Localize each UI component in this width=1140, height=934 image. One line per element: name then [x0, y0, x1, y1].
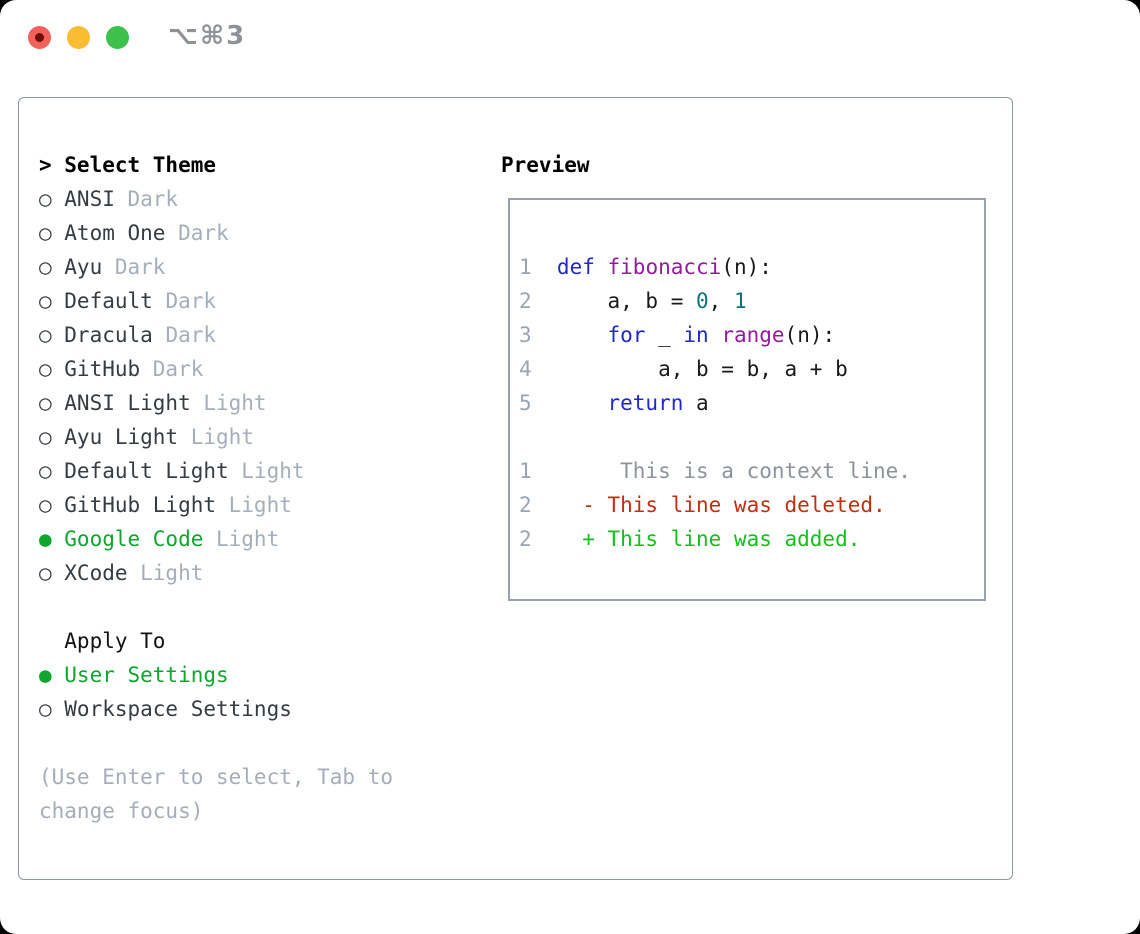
apply-option-workspace-settings[interactable]: ○ Workspace Settings	[39, 692, 441, 726]
diff-line: 2 - This line was deleted.	[519, 488, 984, 522]
theme-variant-tag: Light	[190, 391, 267, 415]
radio-unselected-icon: ○	[39, 323, 52, 347]
theme-picker-column: > Select Theme ○ ANSI Dark ○ Atom One Dark ○ A…	[39, 148, 441, 828]
radio-selected-icon: ●	[39, 527, 52, 551]
theme-option-ayu[interactable]: ○ Ayu Dark	[39, 250, 441, 284]
theme-option-label: Default	[64, 289, 153, 313]
line-number: 3	[519, 323, 532, 347]
close-button[interactable]	[28, 26, 51, 49]
diff-line: 1 This is a context line.	[519, 454, 984, 488]
apply-option-label: Workspace Settings	[64, 697, 292, 721]
theme-option-label: Dracula	[64, 323, 153, 347]
theme-variant-tag: Dark	[152, 323, 217, 347]
close-dot-icon	[35, 33, 44, 42]
window-title: ⌥⌘3	[168, 21, 247, 51]
radio-unselected-icon: ○	[39, 459, 52, 483]
theme-option-ayu-light[interactable]: ○ Ayu Light Light	[39, 420, 441, 454]
theme-option-label: ANSI Light	[64, 391, 191, 415]
line-number: 2	[519, 493, 532, 517]
theme-variant-tag: Dark	[152, 289, 217, 313]
select-theme-title: Select Theme	[64, 153, 216, 177]
radio-unselected-icon: ○	[39, 221, 52, 245]
radio-unselected-icon: ○	[39, 697, 52, 721]
theme-option-label: GitHub	[64, 357, 141, 381]
line-number: 1	[519, 255, 532, 279]
theme-variant-tag: Light	[178, 425, 254, 449]
theme-option-xcode[interactable]: ○ XCode Light	[39, 556, 441, 590]
apply-option-label: User Settings	[64, 663, 229, 687]
spacer	[519, 420, 984, 454]
titlebar	[28, 26, 129, 49]
indent-spacer	[39, 624, 64, 658]
theme-option-label: Default Light	[64, 459, 229, 483]
code-line: 2 a, b = 0, 1	[519, 284, 984, 318]
apply-to-list: ● User Settings ○ Workspace Settings	[39, 658, 441, 726]
radio-unselected-icon: ○	[39, 391, 52, 415]
apply-to-header-row: Apply To	[39, 624, 441, 658]
theme-option-github-light[interactable]: ○ GitHub Light Light	[39, 488, 441, 522]
theme-option-label: Ayu	[64, 255, 103, 279]
theme-variant-tag: Dark	[165, 221, 229, 245]
radio-unselected-icon: ○	[39, 425, 52, 449]
preview-header: Preview	[501, 153, 590, 177]
theme-option-atom-one[interactable]: ○ Atom One Dark	[39, 216, 441, 250]
radio-unselected-icon: ○	[39, 187, 52, 211]
theme-option-ansi-light[interactable]: ○ ANSI Light Light	[39, 386, 441, 420]
apply-option-user-settings[interactable]: ● User Settings	[39, 658, 441, 692]
spacer	[39, 590, 441, 624]
code-line: 4 a, b = b, a + b	[519, 352, 984, 386]
theme-option-github[interactable]: ○ GitHub Dark	[39, 352, 441, 386]
radio-unselected-icon: ○	[39, 561, 52, 585]
theme-option-label: GitHub Light	[64, 493, 216, 517]
code-line: 3 for _ in range(n):	[519, 318, 984, 352]
theme-picker-panel: > Select Theme ○ ANSI Dark ○ Atom One Dark ○ A…	[18, 97, 1013, 880]
theme-option-dracula[interactable]: ○ Dracula Dark	[39, 318, 441, 352]
diff-line: 2 + This line was added.	[519, 522, 984, 556]
theme-variant-tag: Dark	[102, 255, 166, 279]
line-number: 4	[519, 357, 532, 381]
select-theme-header: > Select Theme	[39, 148, 441, 182]
line-number: 5	[519, 391, 532, 415]
code-line: 5 return a	[519, 386, 984, 420]
theme-variant-tag: Light	[127, 561, 204, 585]
theme-option-default[interactable]: ○ Default Dark	[39, 284, 441, 318]
cursor-icon: >	[39, 153, 52, 177]
theme-option-google-code[interactable]: ● Google Code Light	[39, 522, 441, 556]
theme-option-default-light[interactable]: ○ Default Light Light	[39, 454, 441, 488]
theme-option-label: Ayu Light	[64, 425, 179, 449]
line-number: 2	[519, 289, 532, 313]
theme-option-label: XCode	[64, 561, 128, 585]
theme-variant-tag: Light	[216, 493, 292, 517]
radio-unselected-icon: ○	[39, 357, 52, 381]
theme-variant-tag: Dark	[140, 357, 204, 381]
theme-option-label: ANSI	[64, 187, 115, 211]
radio-unselected-icon: ○	[39, 255, 52, 279]
apply-to-title: Apply To	[64, 629, 166, 653]
zoom-button[interactable]	[106, 26, 129, 49]
hint-text: (Use Enter to select, Tab to change focu…	[39, 765, 394, 823]
theme-variant-tag: Light	[203, 527, 280, 551]
diff-preview: 1 This is a context line.2 - This line w…	[519, 454, 984, 556]
radio-selected-icon: ●	[39, 663, 52, 687]
spacer	[39, 726, 441, 760]
radio-unselected-icon: ○	[39, 289, 52, 313]
radio-unselected-icon: ○	[39, 493, 52, 517]
theme-variant-tag: Dark	[114, 187, 179, 211]
theme-list: ○ ANSI Dark ○ Atom One Dark ○ Ayu Dark ○ Defaul…	[39, 182, 441, 590]
theme-option-ansi[interactable]: ○ ANSI Dark	[39, 182, 441, 216]
theme-variant-tag: Light	[228, 459, 305, 483]
minimize-button[interactable]	[67, 26, 90, 49]
theme-option-label: Atom One	[64, 221, 166, 245]
line-number: 1	[519, 459, 532, 483]
theme-option-label: Google Code	[64, 527, 204, 551]
line-number: 2	[519, 527, 532, 551]
